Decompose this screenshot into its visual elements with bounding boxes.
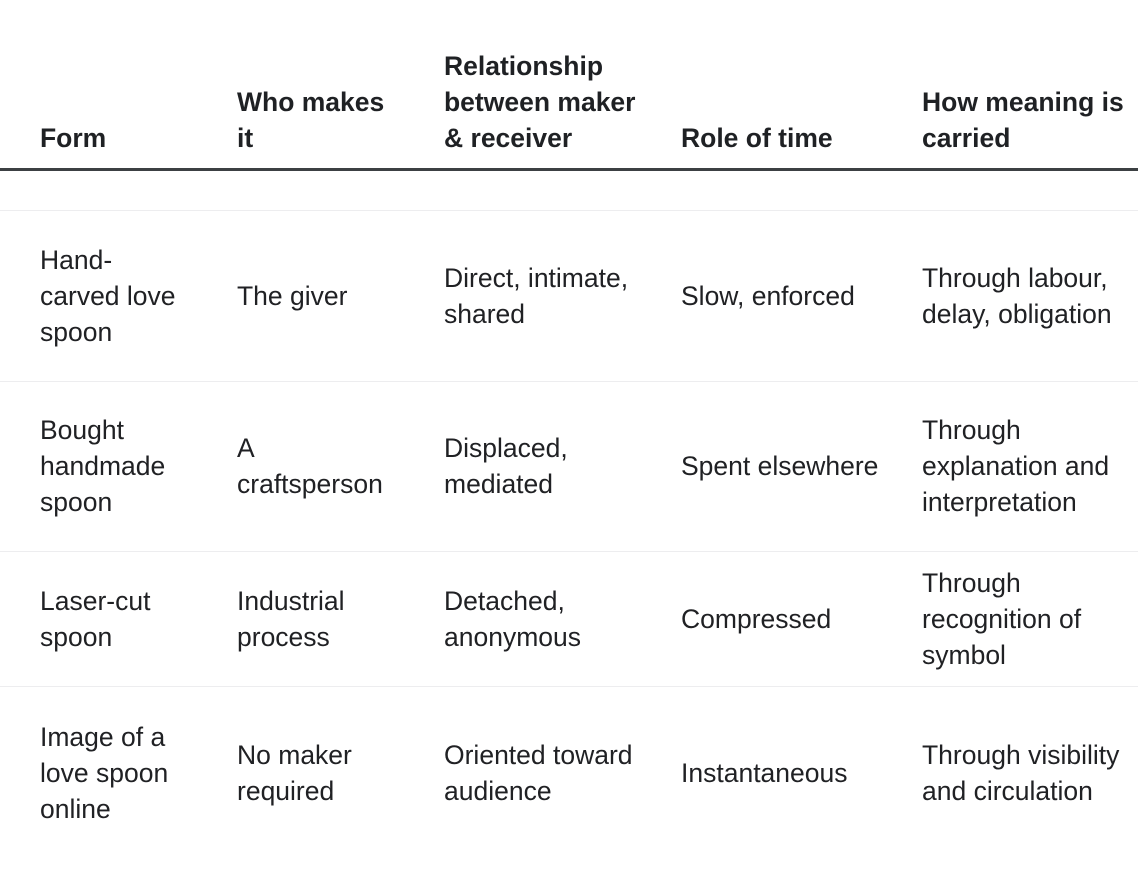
spacer-row xyxy=(0,169,1138,211)
table-row: Hand-carved love spoon The giver Direct,… xyxy=(0,210,1138,382)
table-row: Image of a love spoon online No maker re… xyxy=(0,686,1138,860)
cell-who-makes-it: No maker required xyxy=(237,740,352,807)
table-row: Laser-cut spoon Industrial process Detac… xyxy=(0,551,1138,687)
cell-relationship: Direct, intimate, shared xyxy=(419,210,656,382)
header-row: Form Who makes it Relationship between m… xyxy=(0,0,1138,171)
cell-form: Hand-carved love spoon xyxy=(0,210,197,382)
spacer-cell xyxy=(0,169,197,211)
cell-relationship: Detached, anonymous xyxy=(419,551,656,687)
table-body: Hand-carved love spoon The giver Direct,… xyxy=(0,169,1138,860)
column-header-how-meaning-is-carried: How meaning is carried xyxy=(897,0,1138,171)
column-header-form: Form xyxy=(0,0,197,171)
cell-form: Bought handmade spoon xyxy=(0,381,197,552)
cell-who-makes-it: A craftsperson xyxy=(197,381,419,552)
cell-how-meaning-is-carried: Through explanation and interpretation xyxy=(897,381,1138,552)
cell-how-meaning-is-carried: Through labour, delay, obligation xyxy=(897,210,1138,382)
cell-who-makes-it: Industrial process xyxy=(197,551,419,687)
table-row: Bought handmade spoon A craftsperson Dis… xyxy=(0,381,1138,552)
cell-role-of-time: Spent elsewhere xyxy=(656,381,897,552)
spacer-cell xyxy=(897,169,1138,211)
spacer-cell xyxy=(419,169,656,211)
cell-who-makes-it: The giver xyxy=(197,210,419,382)
cell-form: Image of a love spoon online xyxy=(40,722,169,825)
column-header-who-makes-it: Who makes it xyxy=(197,0,419,171)
spacer-cell xyxy=(197,169,419,211)
cell-how-meaning-is-carried: Through recognition of symbol xyxy=(897,551,1138,687)
cell-role-of-time: Instantaneous xyxy=(681,758,848,789)
column-header-relationship: Relationship between maker & receiver xyxy=(419,0,656,171)
spacer-cell xyxy=(656,169,897,211)
cell-relationship: Oriented toward audience xyxy=(444,740,633,807)
cell-how-meaning-is-carried: Through visibility and circulation xyxy=(922,740,1120,807)
cell-form: Laser-cut spoon xyxy=(0,551,197,687)
column-header-role-of-time: Role of time xyxy=(656,0,897,171)
cell-relationship: Displaced, mediated xyxy=(419,381,656,552)
cell-role-of-time: Compressed xyxy=(656,551,897,687)
table-header: Form Who makes it Relationship between m… xyxy=(0,0,1138,171)
cell-role-of-time: Slow, enforced xyxy=(656,210,897,382)
